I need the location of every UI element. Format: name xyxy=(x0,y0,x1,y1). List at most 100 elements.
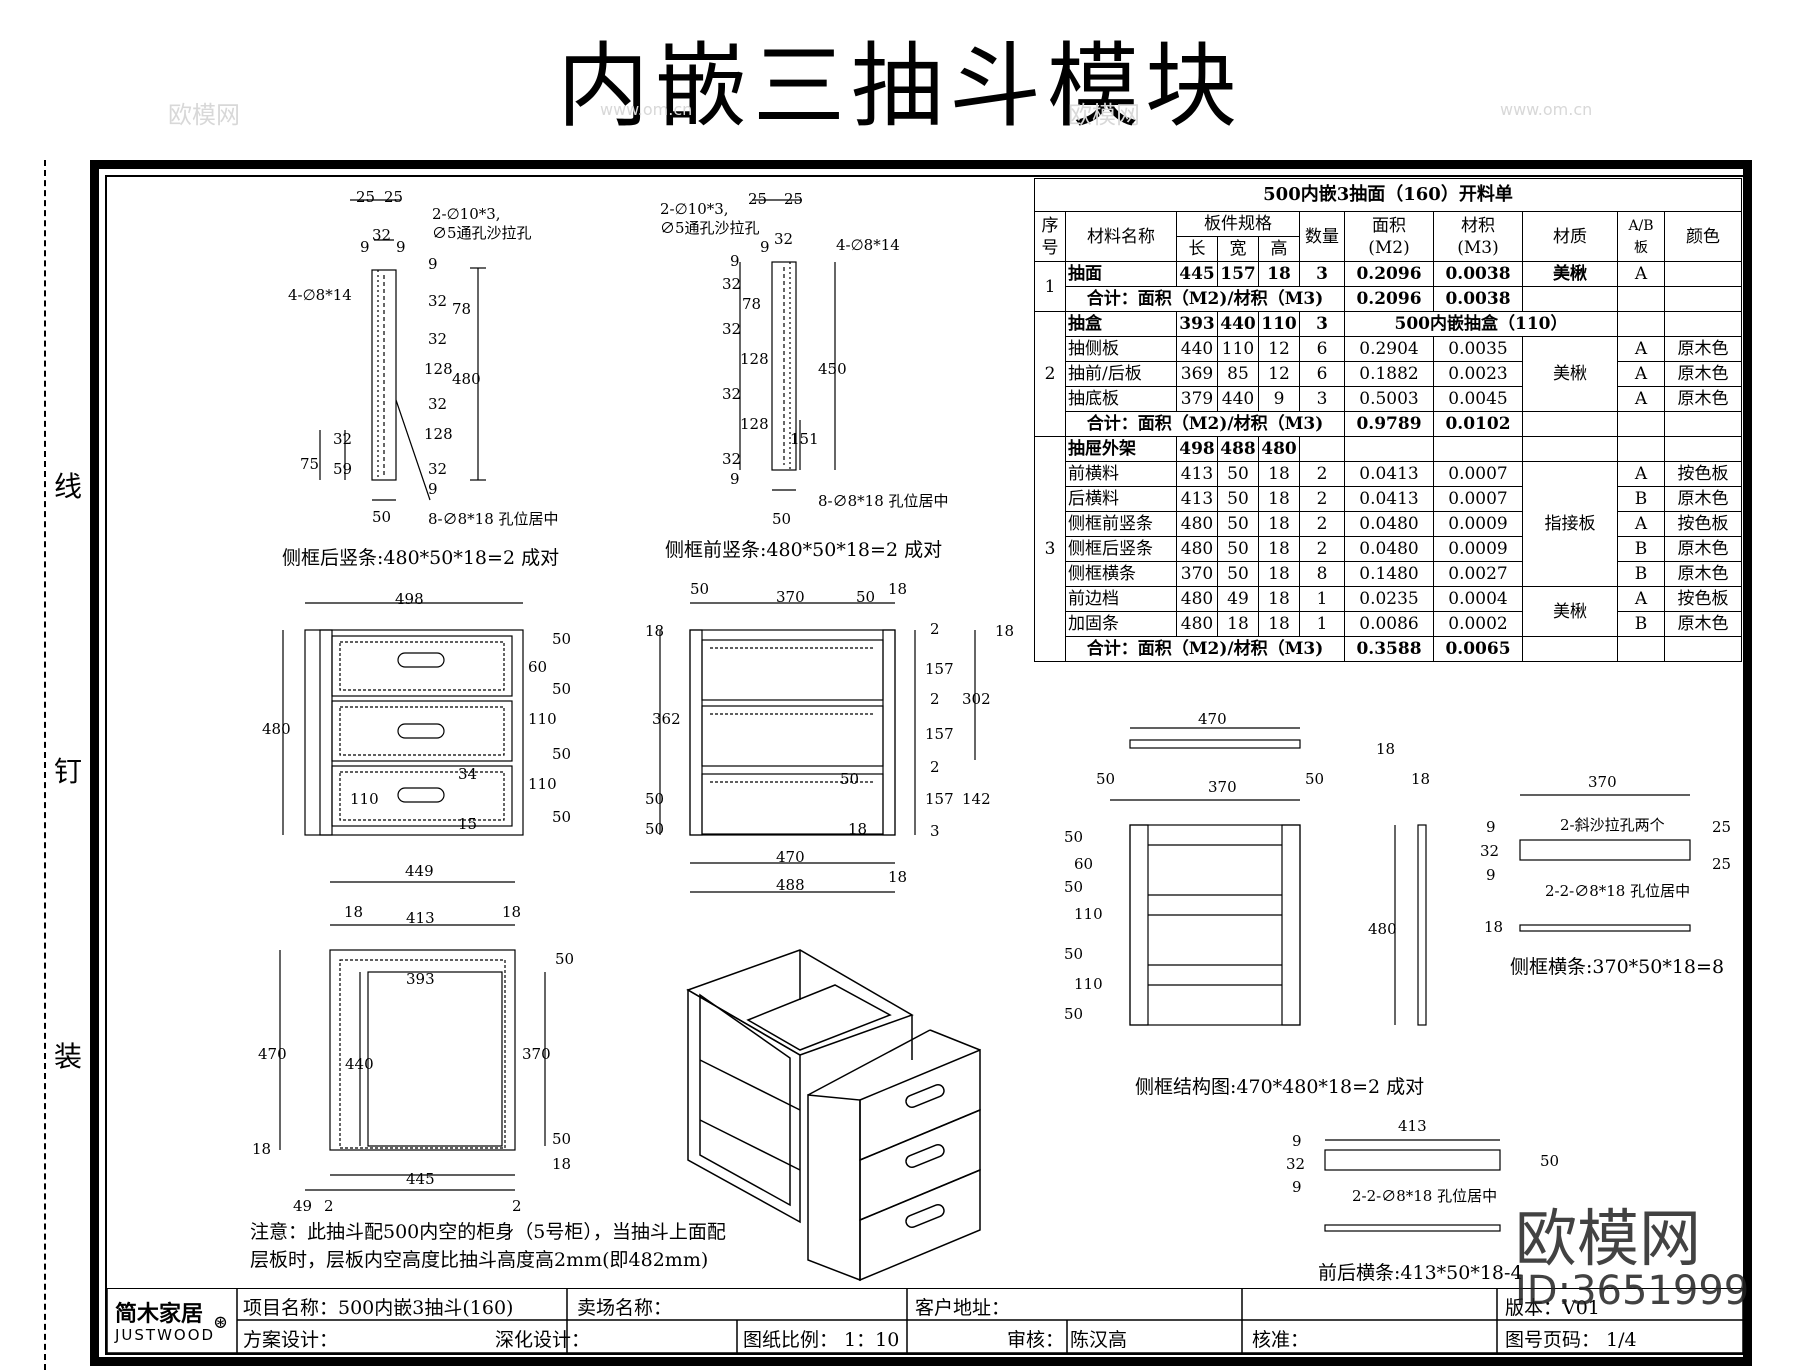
dim-label: 449 xyxy=(405,862,434,880)
cell-color: 原木色 xyxy=(1664,486,1742,512)
dim-label: 2 xyxy=(930,620,940,638)
rear-post-note: 4-∅8*14 xyxy=(288,286,352,304)
cell-empty xyxy=(1664,636,1742,662)
dim-label: 18 xyxy=(1376,740,1396,758)
header-ab-label: A/B xyxy=(1628,217,1654,234)
total-area: 0.9789 xyxy=(1344,411,1434,437)
cell-name: 前边档 xyxy=(1065,586,1177,612)
dim-label: 32 xyxy=(333,430,353,448)
dim-label: 50 xyxy=(856,588,876,606)
dim-label: 110 xyxy=(1074,975,1103,993)
cell-area: 0.0413 xyxy=(1344,461,1434,487)
project-name: 项目名称：500内嵌3抽斗(160) xyxy=(243,1297,514,1319)
dim-label: 32 xyxy=(722,275,742,293)
note-line: 注意：此抽斗配500内空的柜身（5号柜），当抽斗上面配 xyxy=(250,1221,726,1243)
cell-area: 0.0235 xyxy=(1344,586,1434,612)
drawing-scale: 图纸比例： 1：10 xyxy=(743,1329,900,1351)
cell-name: 侧框前竖条 xyxy=(1065,511,1177,537)
cell-empty xyxy=(1617,636,1665,662)
cell-empty xyxy=(1617,436,1665,462)
dim-label: 50 xyxy=(552,745,572,763)
dim-label: 9 xyxy=(1486,818,1496,836)
table-row: 抽底板 379 440 9 3 0.5003 0.0045 A 原木色 xyxy=(1035,386,1742,412)
dim-label: 445 xyxy=(406,1170,435,1188)
dim-label: 18 xyxy=(888,580,908,598)
cell-hei: 18 xyxy=(1258,461,1300,487)
dim-label: 151 xyxy=(790,430,819,448)
cell-qty: 1 xyxy=(1299,611,1345,637)
dim-label: 9 xyxy=(1292,1132,1302,1150)
cell-wid: 50 xyxy=(1217,486,1259,512)
dim-label: 32 xyxy=(428,330,448,348)
cell-vol: 0.0004 xyxy=(1433,586,1523,612)
cell-qty: 1 xyxy=(1299,586,1345,612)
dim-label: 9 xyxy=(1292,1178,1302,1196)
dim-label: 2 xyxy=(930,758,940,776)
cell-color: 原木色 xyxy=(1664,361,1742,387)
cell-wid: 50 xyxy=(1217,561,1259,587)
dim-label: 142 xyxy=(962,790,991,808)
cell-wid: 50 xyxy=(1217,511,1259,537)
isometric-view-drawing xyxy=(686,949,981,1282)
header-name: 材料名称 xyxy=(1065,211,1177,262)
top-view-drawing xyxy=(279,881,546,1191)
front-post-note: 2-∅10*3, ∅5通孔沙拉孔 xyxy=(660,200,760,238)
cell-area: 0.5003 xyxy=(1344,386,1434,412)
dim-label: 470 xyxy=(776,848,805,866)
binding-label-bind: 装 xyxy=(54,1040,83,1073)
cell-ab: B xyxy=(1617,611,1665,637)
cell-empty xyxy=(1433,436,1523,462)
dim-label: 50 xyxy=(1064,828,1084,846)
dim-label: 25 xyxy=(1712,818,1732,836)
dim-label: 488 xyxy=(776,876,805,894)
dim-label: 18 xyxy=(252,1140,272,1158)
cell-empty xyxy=(1522,636,1618,662)
header-len: 长 xyxy=(1176,236,1218,262)
cell-len: 480 xyxy=(1176,611,1218,637)
dim-label: 18 xyxy=(344,903,364,921)
cell-area: 0.1882 xyxy=(1344,361,1434,387)
cell-empty xyxy=(1664,311,1742,337)
cell-qty: 2 xyxy=(1299,461,1345,487)
dim-label: 9 xyxy=(1486,866,1496,884)
note-line: 层板时，层板内空高度比抽斗高度高2mm(即482mm) xyxy=(250,1249,709,1271)
cell-hei: 18 xyxy=(1258,586,1300,612)
front-view-drawing xyxy=(282,602,524,836)
table-row: 加固条 480 18 18 1 0.0086 0.0002 B 原木色 xyxy=(1035,611,1742,637)
dim-label: 157 xyxy=(925,660,954,678)
dim-label: 480 xyxy=(262,720,291,738)
side-rail-drawing xyxy=(1519,794,1691,932)
header-vol-label: 材积 xyxy=(1461,215,1495,236)
cell-ab: A xyxy=(1617,461,1665,487)
dim-label: 2 xyxy=(324,1197,334,1215)
cell-color: 原木色 xyxy=(1664,611,1742,637)
cell-empty xyxy=(1344,436,1434,462)
cell-color: 按色板 xyxy=(1664,586,1742,612)
cell-name: 侧框后竖条 xyxy=(1065,536,1177,562)
watermark-url: www.om.cn xyxy=(600,100,693,119)
cell-len: 440 xyxy=(1176,336,1218,362)
dim-label: 50 xyxy=(552,680,572,698)
dim-label: 9 xyxy=(760,238,770,256)
dim-label: 50 xyxy=(555,950,575,968)
cell-name: 抽盒 xyxy=(1065,311,1177,337)
cell-wid: 157 xyxy=(1217,261,1259,287)
cell-empty xyxy=(1617,411,1665,437)
total-label: 合计：面积（M2)/材积（M3) xyxy=(1065,411,1345,437)
dim-label: 157 xyxy=(925,725,954,743)
note-line: ∅5通孔沙拉孔 xyxy=(660,219,760,237)
cell-area: 0.1480 xyxy=(1344,561,1434,587)
cell-qty: 3 xyxy=(1299,311,1345,337)
side-rail-caption: 侧框横条:370*50*18=8 xyxy=(1510,956,1725,978)
header-area-label: 面积 xyxy=(1372,215,1406,236)
front-post-drawing xyxy=(739,199,836,491)
cell-vol: 0.0007 xyxy=(1433,461,1523,487)
dim-label: 413 xyxy=(406,909,435,927)
cell-len: 480 xyxy=(1176,511,1218,537)
watermark-id: ID:3651999 xyxy=(1515,1268,1750,1314)
cell-area: 0.0480 xyxy=(1344,511,1434,537)
dim-label: 60 xyxy=(1074,855,1094,873)
dim-label: 59 xyxy=(333,460,353,478)
cell-empty xyxy=(1664,436,1742,462)
dim-label: 18 xyxy=(502,903,522,921)
